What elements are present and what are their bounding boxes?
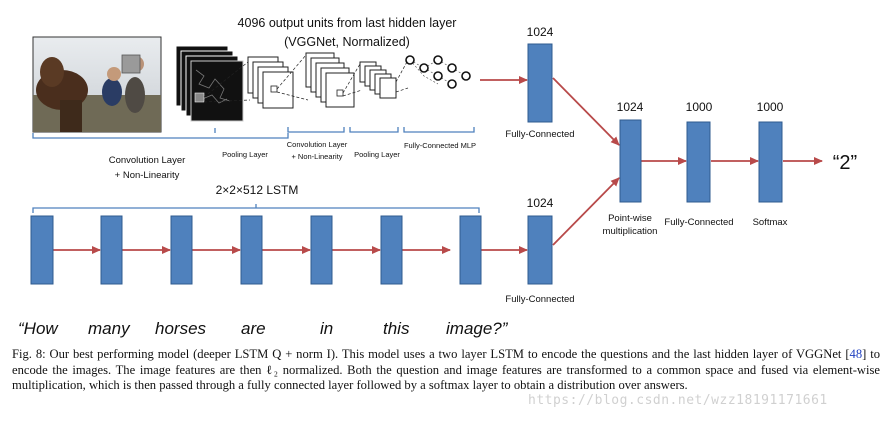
mlp-label: Fully-Connected MLP — [404, 141, 476, 150]
image-fc-label: Fully-Connected — [505, 129, 574, 140]
fc-final-label: Fully-Connected — [664, 217, 733, 228]
image-fc-box — [527, 43, 553, 123]
softmax-box — [758, 121, 783, 203]
conv2-label-line2: + Non-Linearity — [291, 152, 342, 161]
caption-reference-link[interactable]: 48 — [849, 347, 863, 361]
pool2-label: Pooling Layer — [354, 150, 400, 159]
conv-layer-1-stack — [175, 45, 244, 122]
conv2-label-line1: Convolution Layer — [287, 140, 348, 149]
fc-final-box — [686, 121, 711, 203]
answer-label: “2” — [833, 152, 857, 174]
conv1-label-line2: + Non-Linearity — [115, 170, 180, 181]
pool-layer-1-stack — [247, 56, 294, 109]
lstm-cells — [30, 215, 482, 285]
watermark: https://blog.csdn.net/wzz18191171661 — [528, 393, 828, 408]
question-word: this — [383, 319, 410, 338]
lstm-label: 2×2×512 LSTM — [216, 183, 299, 197]
top-title-line2: (VGGNet, Normalized) — [284, 35, 410, 49]
pointwise-units: 1024 — [617, 100, 644, 114]
question-word: image?” — [446, 319, 509, 338]
caption-part1: Fig. 8: Our best performing model (deepe… — [12, 347, 850, 361]
question-word: “How — [18, 319, 59, 338]
pointwise-box — [619, 119, 642, 203]
figure-caption: Fig. 8: Our best performing model (deepe… — [12, 347, 880, 394]
question-fc-label: Fully-Connected — [505, 294, 574, 305]
question-words: “How many horses are in this image?” — [18, 319, 509, 338]
question-fc-units: 1024 — [527, 196, 554, 210]
conv1-label-line1: Convolution Layer — [109, 155, 186, 166]
fc-final-units: 1000 — [686, 100, 713, 114]
softmax-label: Softmax — [753, 217, 788, 228]
softmax-units: 1000 — [757, 100, 784, 114]
arrows — [53, 76, 823, 254]
pointwise-label-line1: Point-wise — [608, 213, 652, 224]
top-title-line1: 4096 output units from last hidden layer — [238, 16, 457, 30]
mlp-nodes — [405, 55, 471, 89]
input-photo — [32, 36, 162, 133]
pool1-label: Pooling Layer — [222, 150, 268, 159]
pointwise-label-line2: multiplication — [603, 226, 658, 237]
connector-lines — [203, 54, 409, 103]
question-word: horses — [155, 319, 207, 338]
image-fc-units: 1024 — [527, 25, 554, 39]
conv-layer-2-stack — [305, 52, 355, 108]
pool-layer-2-stack — [359, 61, 397, 99]
question-fc-box — [527, 215, 553, 285]
caption-part2: ] to encode the images. The image featur… — [12, 347, 880, 393]
question-word: many — [88, 319, 131, 338]
cnn-brackets — [32, 127, 475, 139]
question-word: are — [241, 319, 266, 338]
lstm-bracket — [32, 204, 480, 213]
question-word: in — [320, 319, 333, 338]
